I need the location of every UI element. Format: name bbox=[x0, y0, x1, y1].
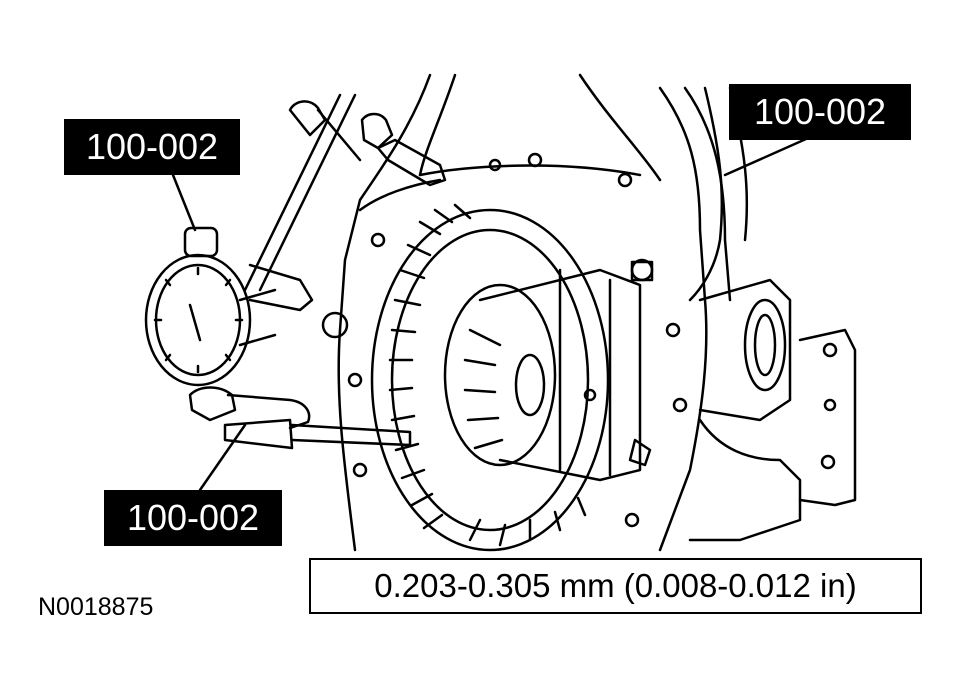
magnetic-base-rods bbox=[243, 93, 447, 339]
ring-gear bbox=[370, 203, 610, 552]
figure-id: N0018875 bbox=[38, 593, 154, 621]
callout-probe-tool-number: 100-002 bbox=[104, 490, 282, 546]
dial-indicator bbox=[144, 173, 277, 387]
bearing-cap bbox=[688, 278, 857, 542]
indicator-probe bbox=[188, 386, 412, 492]
differential-case bbox=[443, 258, 654, 482]
backlash-specification: 0.203-0.305 mm (0.008-0.012 in) bbox=[309, 558, 922, 614]
axle-housing bbox=[337, 73, 732, 552]
callout-dial-indicator-tool-number: 100-002 bbox=[64, 119, 240, 175]
callout-support-arm-tool-number: 100-002 bbox=[729, 84, 911, 140]
